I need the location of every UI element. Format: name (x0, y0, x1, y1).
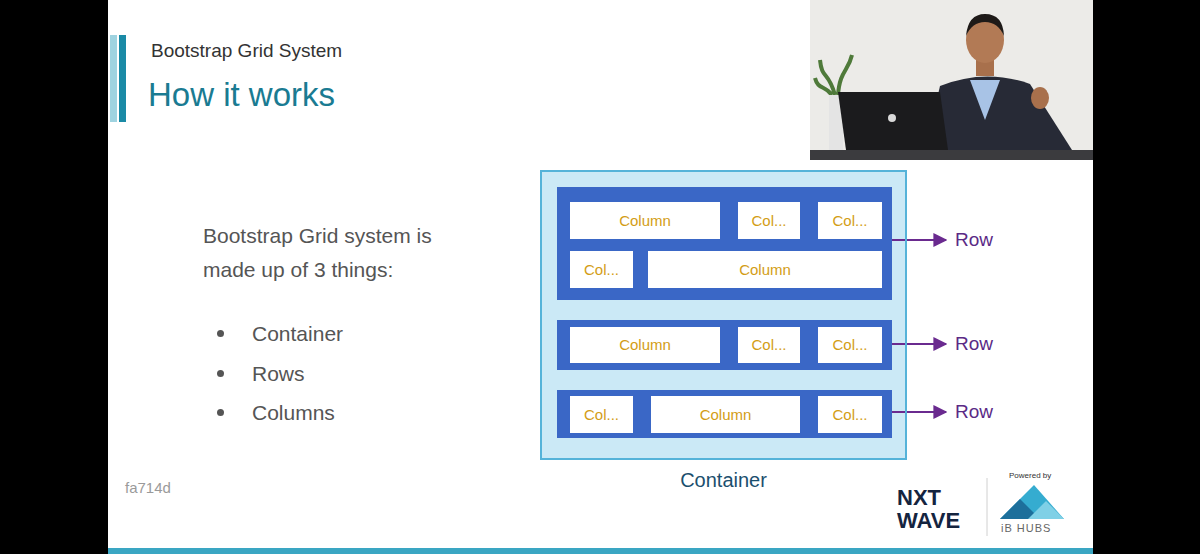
plant (815, 55, 852, 95)
slide-subtitle: Bootstrap Grid System (151, 39, 342, 62)
presenter-video (810, 0, 1093, 160)
accent-bar (119, 35, 126, 122)
row-label: Row (955, 401, 993, 423)
grid-row: RowColumnCol...Col...Col...Column (557, 187, 892, 300)
grid-column: Col... (738, 327, 800, 363)
laptop-logo (888, 114, 896, 122)
presenter-shirt (970, 80, 1000, 120)
grid-column: Column (570, 327, 720, 363)
desk (810, 150, 1093, 160)
logo-caption: Powered by (1009, 471, 1051, 481)
leader-arrow (892, 239, 946, 241)
leader-arrow (892, 411, 946, 413)
presenter-suit (925, 76, 1072, 150)
row-label: Row (955, 333, 993, 355)
column-label: Col... (751, 336, 786, 354)
brand-logo: iB HUBS (1001, 522, 1051, 535)
watermark: fa714d (125, 479, 171, 497)
column-label: Column (700, 406, 752, 424)
slide-background (108, 0, 1093, 554)
grid-column: Col... (738, 202, 800, 239)
grid-column: Column (648, 251, 882, 288)
bullet-dot (217, 330, 224, 337)
presenter-hand (1031, 87, 1049, 109)
logo-mountain (1000, 485, 1064, 519)
bullet-item: Columns (252, 400, 335, 425)
column-label: Col... (832, 336, 867, 354)
container-fill (540, 170, 907, 460)
grid-column: Column (570, 202, 720, 239)
body-text: Bootstrap Grid system is made up of 3 th… (203, 219, 483, 287)
grid-column: Column (651, 396, 800, 433)
column-label: Col... (584, 261, 619, 279)
bullet-dot (217, 370, 224, 377)
column-label: Col... (832, 212, 867, 230)
column-label: Col... (584, 406, 619, 424)
container-label: Container (542, 468, 905, 492)
grid-column: Col... (818, 202, 882, 239)
video-background (810, 0, 1093, 160)
logo-separator (987, 478, 988, 536)
grid-column: Col... (818, 396, 882, 433)
column-label: Column (619, 336, 671, 354)
bullet-item: Container (252, 321, 343, 346)
column-label: Column (739, 261, 791, 279)
laptop (838, 92, 948, 150)
row-label: Row (955, 229, 993, 251)
column-label: Col... (751, 212, 786, 230)
bullet-item: Rows (252, 361, 305, 386)
grid-column: Col... (818, 327, 882, 363)
leader-arrow (892, 343, 946, 345)
grid-column: Col... (570, 396, 633, 433)
grid-column: Col... (570, 251, 633, 288)
presenter-hair (966, 14, 1004, 36)
slide-heading: How it works (148, 75, 335, 115)
grid-row: RowCol...ColumnCol... (557, 390, 892, 438)
accent-bar (110, 35, 117, 122)
column-label: Col... (832, 406, 867, 424)
logo-mountain (1028, 501, 1064, 519)
grid-row: RowColumnCol...Col... (557, 320, 892, 370)
bottom-stripe (108, 548, 1093, 554)
brand-logo: NXT WAVE (897, 486, 977, 532)
bullet-dot (217, 409, 224, 416)
column-label: Column (619, 212, 671, 230)
grid-container: ContainerRowColumnCol...Col...Col...Colu… (540, 170, 907, 460)
